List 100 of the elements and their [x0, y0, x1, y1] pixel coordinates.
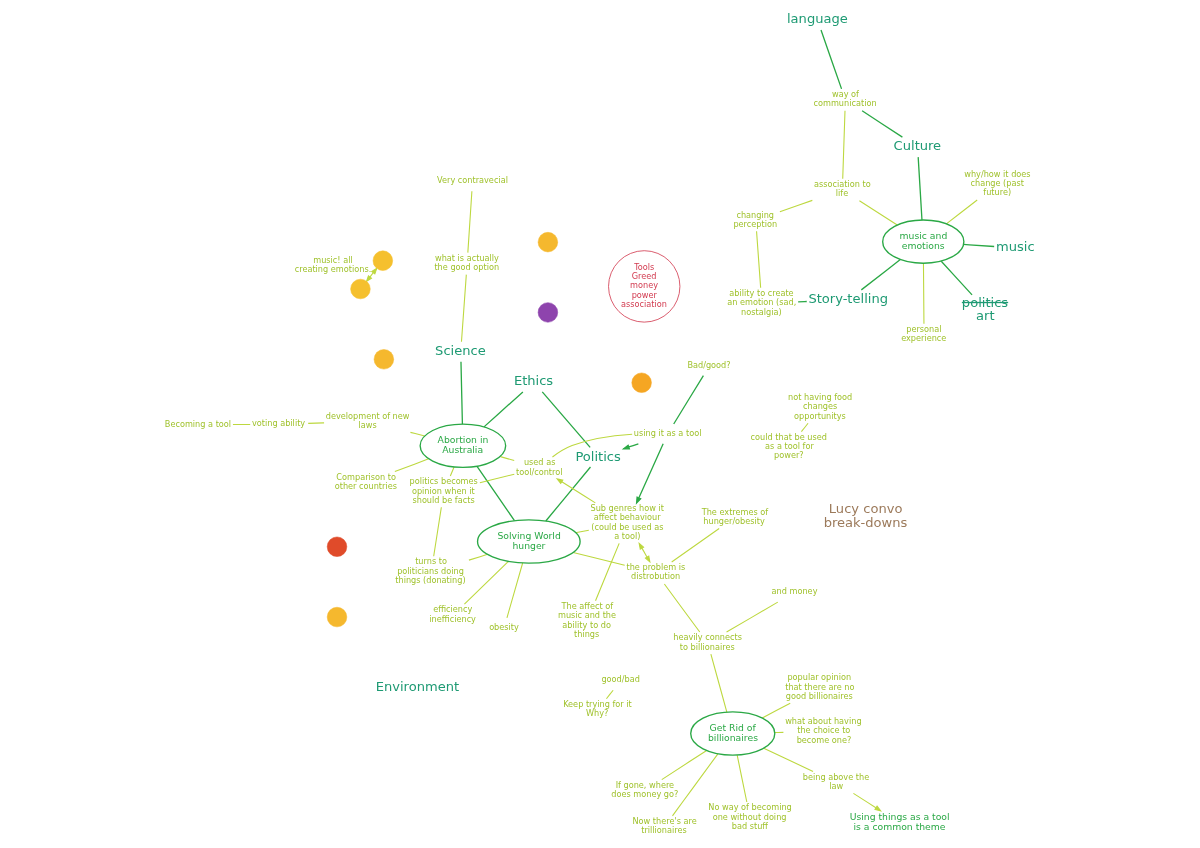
connector: [468, 553, 489, 561]
connector: [467, 190, 473, 254]
node-text: Becoming a tool: [164, 418, 232, 429]
node-text: heavily connects to billionaires: [673, 632, 742, 652]
connector: [756, 230, 762, 289]
node-circle: [631, 372, 652, 393]
connector: [842, 110, 846, 180]
node-text: Using things as a tool is a common theme: [849, 810, 950, 833]
connector: [917, 156, 923, 221]
node-text: The affect of music and the ability to do things: [557, 600, 617, 639]
connector: [433, 506, 442, 557]
node-text: Now there's are trillionaires: [632, 816, 697, 836]
node-circle: [350, 278, 371, 300]
node-text: Story-telling: [808, 291, 889, 307]
node-ellipse: Get Rid of billionaires: [690, 711, 776, 756]
node-text: association to life: [814, 179, 871, 199]
connector: [409, 431, 426, 437]
node-text: politics art: [961, 294, 1009, 323]
connector: [671, 527, 720, 563]
node-text: changing perception: [733, 209, 778, 229]
connector: [476, 465, 516, 522]
node-text: ability to create an emotion (sad, nostalgia): [727, 288, 797, 317]
connector: [594, 542, 620, 602]
connector: [499, 456, 515, 462]
node-text: The extremes of hunger/obesity: [701, 506, 769, 527]
connector: [800, 422, 809, 433]
connector: [962, 243, 995, 248]
connector: [860, 258, 901, 291]
connector: [940, 260, 973, 296]
node-text: what is actually the good option: [434, 252, 500, 273]
connector: [661, 749, 708, 781]
node-text: why/how it does change (past future): [964, 168, 1031, 198]
node-text: way of communication: [813, 89, 877, 109]
connector: [449, 466, 455, 477]
node-text: Bad/good?: [687, 359, 731, 370]
connector: [671, 753, 719, 817]
node-text: the problem is distrobution: [626, 562, 686, 582]
connector: [479, 473, 515, 484]
node-circle: [537, 232, 558, 253]
node-text: Politics: [575, 448, 621, 464]
connector: [463, 560, 509, 605]
connector: [551, 433, 633, 458]
connector: [506, 562, 524, 619]
connector: [922, 262, 925, 325]
node-text: If gone, where does money go?: [611, 779, 679, 800]
node-circle: [326, 607, 348, 628]
node-text: could that be used as a tool for power?: [750, 431, 827, 461]
node-text: Culture: [893, 138, 942, 154]
node-text: good/bad: [601, 674, 640, 685]
node-circle: [372, 250, 393, 271]
node-text: politics becomes opinion when it should be facts: [409, 476, 478, 505]
connector: [541, 391, 591, 448]
connector: [307, 422, 325, 424]
node-text: using it as a tool: [633, 427, 702, 438]
arrow: [638, 541, 651, 564]
node-circle: [373, 349, 394, 370]
connector: [673, 374, 705, 425]
connector: [761, 702, 791, 719]
connector: [394, 458, 430, 473]
node-ellipse: Solving World hunger: [476, 519, 581, 564]
node-text: and money: [771, 586, 818, 597]
connector: [726, 601, 779, 633]
connector: [861, 110, 904, 138]
node-circle: Tools Greed money power association: [608, 250, 681, 323]
connector: [483, 391, 524, 428]
connector: [460, 274, 467, 343]
connector: [545, 466, 592, 522]
node-text: obesity: [489, 621, 519, 632]
node-text: efficiency inefficiency: [429, 604, 476, 624]
connector: [820, 29, 843, 90]
node-text: Ethics: [513, 373, 554, 389]
connector: [945, 199, 978, 225]
connector: [572, 551, 626, 566]
arrow: [555, 478, 596, 504]
node-text: Comparison to other countries: [334, 471, 397, 492]
node-text: Sub genres how it affect behaviour (could be used as a tool): [590, 503, 664, 541]
node-text: personal experience: [901, 324, 947, 344]
node-text: turns to politicians doing things (donating): [395, 556, 466, 586]
connector: [460, 361, 464, 425]
node-text: what about having the choice to become one?: [785, 716, 862, 745]
connector: [575, 529, 590, 534]
node-text: development of new laws: [325, 410, 410, 430]
node-text: Very contravecial: [437, 175, 508, 186]
node-text: Environment: [375, 678, 460, 694]
node-text: Science: [435, 343, 486, 359]
node-text: popular opinion that there are no good billionaires: [785, 672, 855, 701]
node-text: music: [995, 239, 1035, 255]
node-text: being above the law: [802, 771, 870, 791]
connector: [736, 754, 748, 803]
node-text: No way of becoming one without doing bad stuff: [708, 802, 792, 831]
arrow: [365, 267, 378, 283]
connector: [710, 653, 728, 713]
node-text: voting ability: [251, 418, 306, 429]
connector: [663, 583, 701, 633]
connector: [763, 747, 814, 772]
connector: [779, 199, 813, 213]
label: Lucy convo break-downs: [823, 501, 908, 531]
node-text: used as tool/control: [516, 457, 563, 477]
connector: [605, 689, 614, 700]
arrow: [635, 443, 664, 505]
